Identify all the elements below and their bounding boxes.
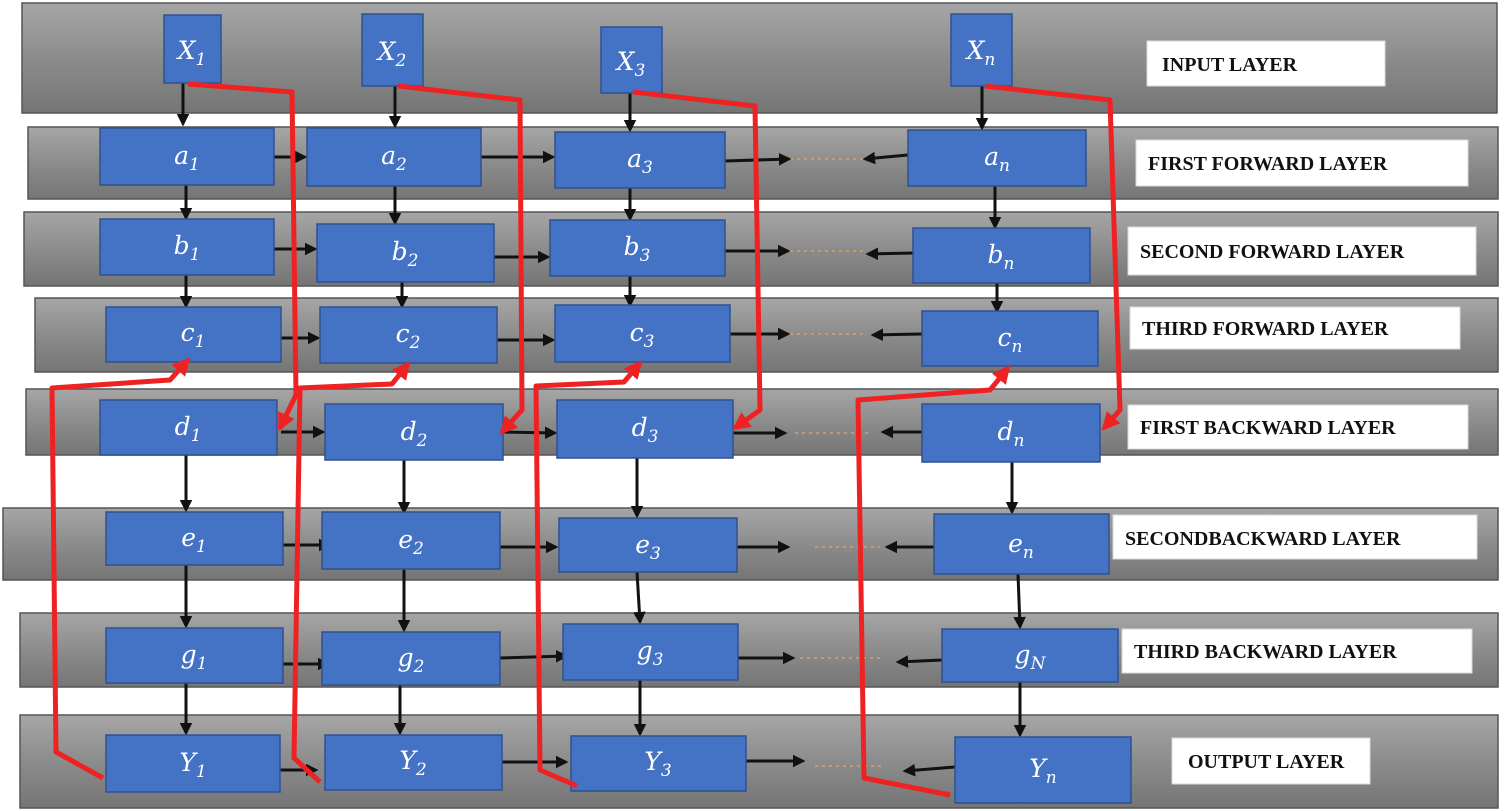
- node-bn: bn: [912, 227, 1091, 284]
- node-g1: g1: [105, 627, 284, 684]
- svg-text:e2: e2: [398, 525, 424, 559]
- skip-x3-d3: [632, 89, 763, 431]
- svg-text:b3: b3: [624, 232, 651, 266]
- svg-text:X3: X3: [615, 47, 646, 81]
- svg-text:g3: g3: [637, 636, 664, 670]
- svg-text:d1: d1: [175, 412, 202, 446]
- svg-text:X1: X1: [176, 36, 207, 70]
- node-c3: c3: [554, 304, 731, 363]
- nodes: X1 X2 X3 Xn a1 a2 a3 an: [99, 13, 1132, 804]
- svg-text:b2: b2: [392, 237, 419, 271]
- layer-label-forward3: THIRD FORWARD LAYER: [1142, 318, 1389, 340]
- svg-text:g2: g2: [398, 643, 425, 677]
- layer-label-forward1: FIRST FORWARD LAYER: [1148, 153, 1388, 175]
- svg-text:cn: cn: [998, 323, 1023, 357]
- red-skip-paths: [49, 81, 1123, 798]
- node-d1: d1: [99, 399, 278, 456]
- svg-text:gN: gN: [1015, 640, 1047, 674]
- svg-text:Y2: Y2: [399, 746, 426, 780]
- continuation-dots: [790, 158, 885, 767]
- svg-text:d2: d2: [401, 417, 428, 451]
- node-e1: e1: [105, 511, 284, 566]
- connection-arrows: [176, 82, 1027, 777]
- node-xn: Xn: [950, 13, 1013, 87]
- svg-text:Y3: Y3: [644, 747, 671, 781]
- node-y3: Y3: [570, 735, 747, 792]
- node-a1: a1: [99, 127, 275, 186]
- svg-text:e3: e3: [635, 530, 661, 564]
- svg-text:c1: c1: [181, 318, 206, 352]
- node-b1: b1: [99, 218, 275, 276]
- svg-text:Yn: Yn: [1029, 754, 1056, 788]
- svg-text:Y1: Y1: [179, 748, 206, 782]
- node-y1: Y1: [105, 734, 281, 793]
- svg-text:a3: a3: [627, 144, 653, 178]
- layer-label-input: INPUT LAYER: [1162, 54, 1298, 76]
- skip-y1-c1: [49, 357, 191, 781]
- node-dn: dn: [921, 403, 1101, 463]
- node-x3: X3: [600, 26, 663, 94]
- svg-text:g1: g1: [181, 640, 208, 674]
- layer-label-backward3: THIRD BACKWARD LAYER: [1134, 641, 1397, 663]
- node-b3: b3: [549, 219, 726, 277]
- node-yn: Yn: [954, 736, 1132, 804]
- node-y2: Y2: [324, 734, 503, 791]
- svg-text:X2: X2: [376, 37, 407, 71]
- node-en: en: [933, 513, 1110, 575]
- node-e2: e2: [321, 511, 501, 570]
- svg-text:bn: bn: [988, 240, 1015, 274]
- node-a3: a3: [554, 131, 726, 189]
- node-b2: b2: [316, 223, 495, 283]
- svg-text:a2: a2: [381, 141, 407, 175]
- node-gn: gN: [941, 628, 1119, 683]
- layer-label-backward2: SECONDBACKWARD LAYER: [1125, 528, 1401, 550]
- layer-labels: INPUT LAYER FIRST FORWARD LAYER SECOND F…: [1112, 40, 1478, 785]
- node-an: an: [907, 129, 1087, 187]
- node-d2: d2: [324, 403, 504, 461]
- skip-yn-cn: [855, 365, 1011, 798]
- node-e3: e3: [558, 517, 738, 573]
- node-cn: cn: [921, 310, 1099, 367]
- node-g3: g3: [562, 623, 739, 681]
- skip-y2-c2: [291, 361, 411, 784]
- layer-label-output: OUTPUT LAYER: [1188, 751, 1345, 773]
- svg-text:c2: c2: [396, 319, 421, 353]
- skip-x1-d1: [187, 81, 299, 432]
- node-x2: X2: [361, 13, 424, 87]
- layer-label-forward2: SECOND FORWARD LAYER: [1140, 241, 1405, 263]
- node-g2: g2: [321, 631, 501, 686]
- svg-text:Xn: Xn: [965, 36, 996, 70]
- svg-text:an: an: [984, 142, 1010, 176]
- node-d3: d3: [556, 399, 734, 459]
- node-c2: c2: [319, 306, 498, 364]
- skip-xn-dn: [984, 83, 1123, 431]
- svg-text:en: en: [1008, 529, 1034, 563]
- svg-text:c3: c3: [630, 318, 655, 352]
- svg-text:b1: b1: [174, 231, 201, 265]
- skip-y3-c3: [533, 360, 643, 789]
- svg-text:e1: e1: [181, 523, 207, 557]
- layer-label-backward1: FIRST BACKWARD LAYER: [1140, 417, 1396, 439]
- svg-text:d3: d3: [632, 413, 659, 447]
- node-a2: a2: [306, 127, 482, 187]
- svg-text:dn: dn: [998, 417, 1025, 451]
- node-c1: c1: [105, 306, 282, 363]
- skip-x2-d2: [397, 83, 525, 435]
- svg-text:a1: a1: [174, 141, 200, 175]
- node-x1: X1: [163, 14, 222, 84]
